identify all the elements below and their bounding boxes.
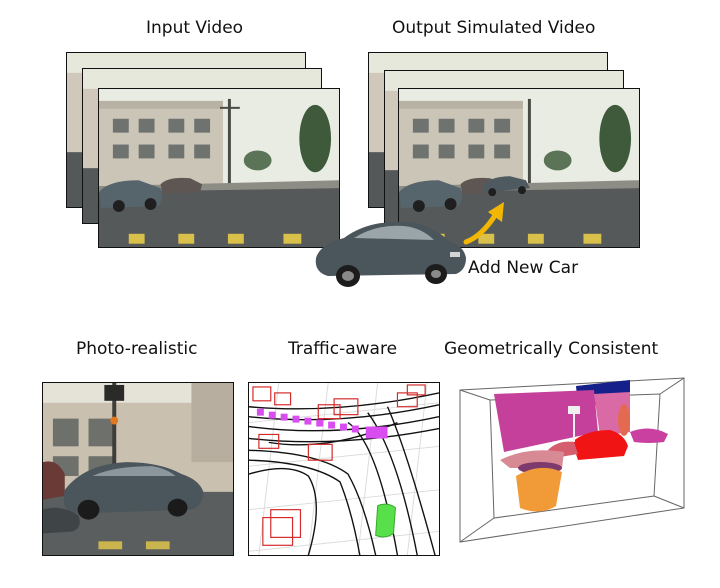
output-video-title: Output Simulated Video xyxy=(392,18,596,38)
output-frame-front xyxy=(398,88,640,248)
traffic-aware-panel xyxy=(248,382,440,556)
arrow-icon xyxy=(463,202,504,245)
traffic-aware-title: Traffic-aware xyxy=(288,339,398,359)
add-new-car-label: Add New Car xyxy=(468,258,579,278)
photo-realistic-title: Photo-realistic xyxy=(76,339,198,359)
input-video-title: Input Video xyxy=(146,18,244,38)
photo-realistic-panel xyxy=(42,382,234,556)
inserted-car-icon xyxy=(315,221,466,287)
input-frame-front xyxy=(98,88,340,248)
geometric-panel xyxy=(454,376,700,550)
geometric-title: Geometrically Consistent xyxy=(444,339,659,359)
